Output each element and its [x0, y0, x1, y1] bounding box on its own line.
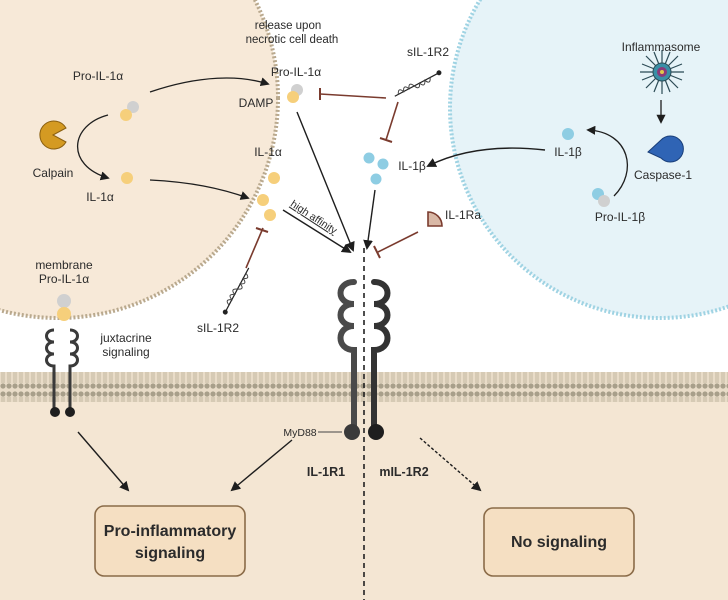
inflammasome-label: Inflammasome: [622, 40, 701, 54]
release-label-line1: release upon: [255, 20, 322, 32]
pro-inflammatory-label-line1: Pro-inflammatory: [104, 523, 237, 540]
sil1r2-top-icon: [394, 70, 442, 97]
il1a-ball: [264, 209, 276, 221]
pro-il1a-left-label: Pro-IL-1α: [73, 69, 123, 83]
damp-label: DAMP: [239, 96, 274, 110]
mil1r2-no-signal-arrow: [419, 437, 482, 492]
pro-il1b-label: Pro-IL-1β: [595, 210, 645, 224]
membrane-pro-label-line2: Pro-IL-1α: [39, 272, 89, 286]
inhibition-line: [245, 227, 264, 269]
pro-inflammatory-box: [94, 505, 246, 577]
calpain-icon: [39, 120, 67, 150]
mil1r2-receptor: [371, 279, 391, 431]
il1b-ball: [377, 158, 389, 170]
no-signaling-label: No signaling: [511, 534, 607, 551]
il1a-ball: [120, 109, 132, 121]
no-signaling-box: [483, 507, 635, 577]
il1r1-label: IL-1R1: [307, 465, 345, 479]
sil1r2-bottom-label: sIL-1R2: [197, 321, 239, 335]
myd88-label: MyD88: [283, 427, 316, 439]
il1b-right-label: IL-1β: [554, 145, 582, 159]
inflammasome-icon: [640, 50, 684, 94]
caspase1-icon: [647, 135, 684, 163]
inhibition-line: [319, 93, 387, 99]
mil1r2-label: mIL-1R2: [379, 465, 428, 479]
il1a-ball: [257, 194, 269, 206]
juxtacrine-signal-arrow: [77, 431, 130, 492]
pro-domain-ball: [127, 101, 139, 113]
il1b-ball: [363, 152, 375, 164]
pro-domain-ball: [57, 294, 71, 308]
il1b-receptor-arrow: [363, 189, 376, 250]
il1b-ball: [562, 128, 574, 140]
cleavage-arrow: [76, 114, 110, 181]
tir-domain: [50, 407, 60, 417]
il1b-ball: [370, 173, 382, 185]
pro-il1a-center-label: Pro-IL-1α: [271, 65, 321, 79]
caspase1-label: Caspase-1: [634, 168, 692, 182]
release-arrow: [149, 77, 270, 93]
juxtacrine-label-line1: juxtacrine: [99, 331, 152, 345]
release-label-line2: necrotic cell death: [246, 34, 339, 46]
juxtacrine-label-line2: signaling: [102, 345, 149, 359]
il1b-secretion-arrow: [426, 147, 546, 167]
il1a-ball: [268, 172, 280, 184]
left-cell: [0, 0, 280, 320]
sil1r2-top-label: sIL-1R2: [407, 45, 449, 59]
il1ra-icon: [427, 211, 443, 227]
inhibition-bar: [255, 227, 269, 233]
il1a-center-label: IL-1α: [254, 145, 282, 159]
pro-inflammatory-label-line2: signaling: [135, 545, 205, 562]
inhibition-bar: [373, 245, 381, 259]
high-affinity-arrow: [282, 209, 352, 254]
il1a-left-label: IL-1α: [86, 190, 114, 204]
il1r1-receptor: [337, 279, 357, 431]
il1a-ball: [121, 172, 133, 184]
pro-domain-ball: [598, 195, 610, 207]
membrane-pro-label-line1: membrane: [35, 258, 93, 272]
calpain-label: Calpain: [33, 166, 74, 180]
damp-receptor-arrow: [296, 111, 355, 252]
mil1r2-intracellular-domain: [368, 424, 384, 440]
tir-domain: [65, 407, 75, 417]
sil1r2-bottom-icon: [222, 267, 250, 315]
inhibition-line: [377, 231, 419, 253]
cleavage-arrow-right: [586, 125, 629, 197]
il1r1-signal-arrow: [230, 439, 293, 492]
small-receptor-left: [45, 328, 79, 410]
il1a-release-arrow: [149, 179, 250, 200]
il1b-center-label: IL-1β: [398, 159, 426, 173]
inhibition-line: [385, 101, 399, 141]
myd88-domain: [344, 424, 360, 440]
il1ra-label: IL-1Ra: [445, 208, 481, 222]
il1a-ball: [57, 307, 71, 321]
il1a-ball: [287, 91, 299, 103]
inhibition-bar: [379, 137, 393, 143]
